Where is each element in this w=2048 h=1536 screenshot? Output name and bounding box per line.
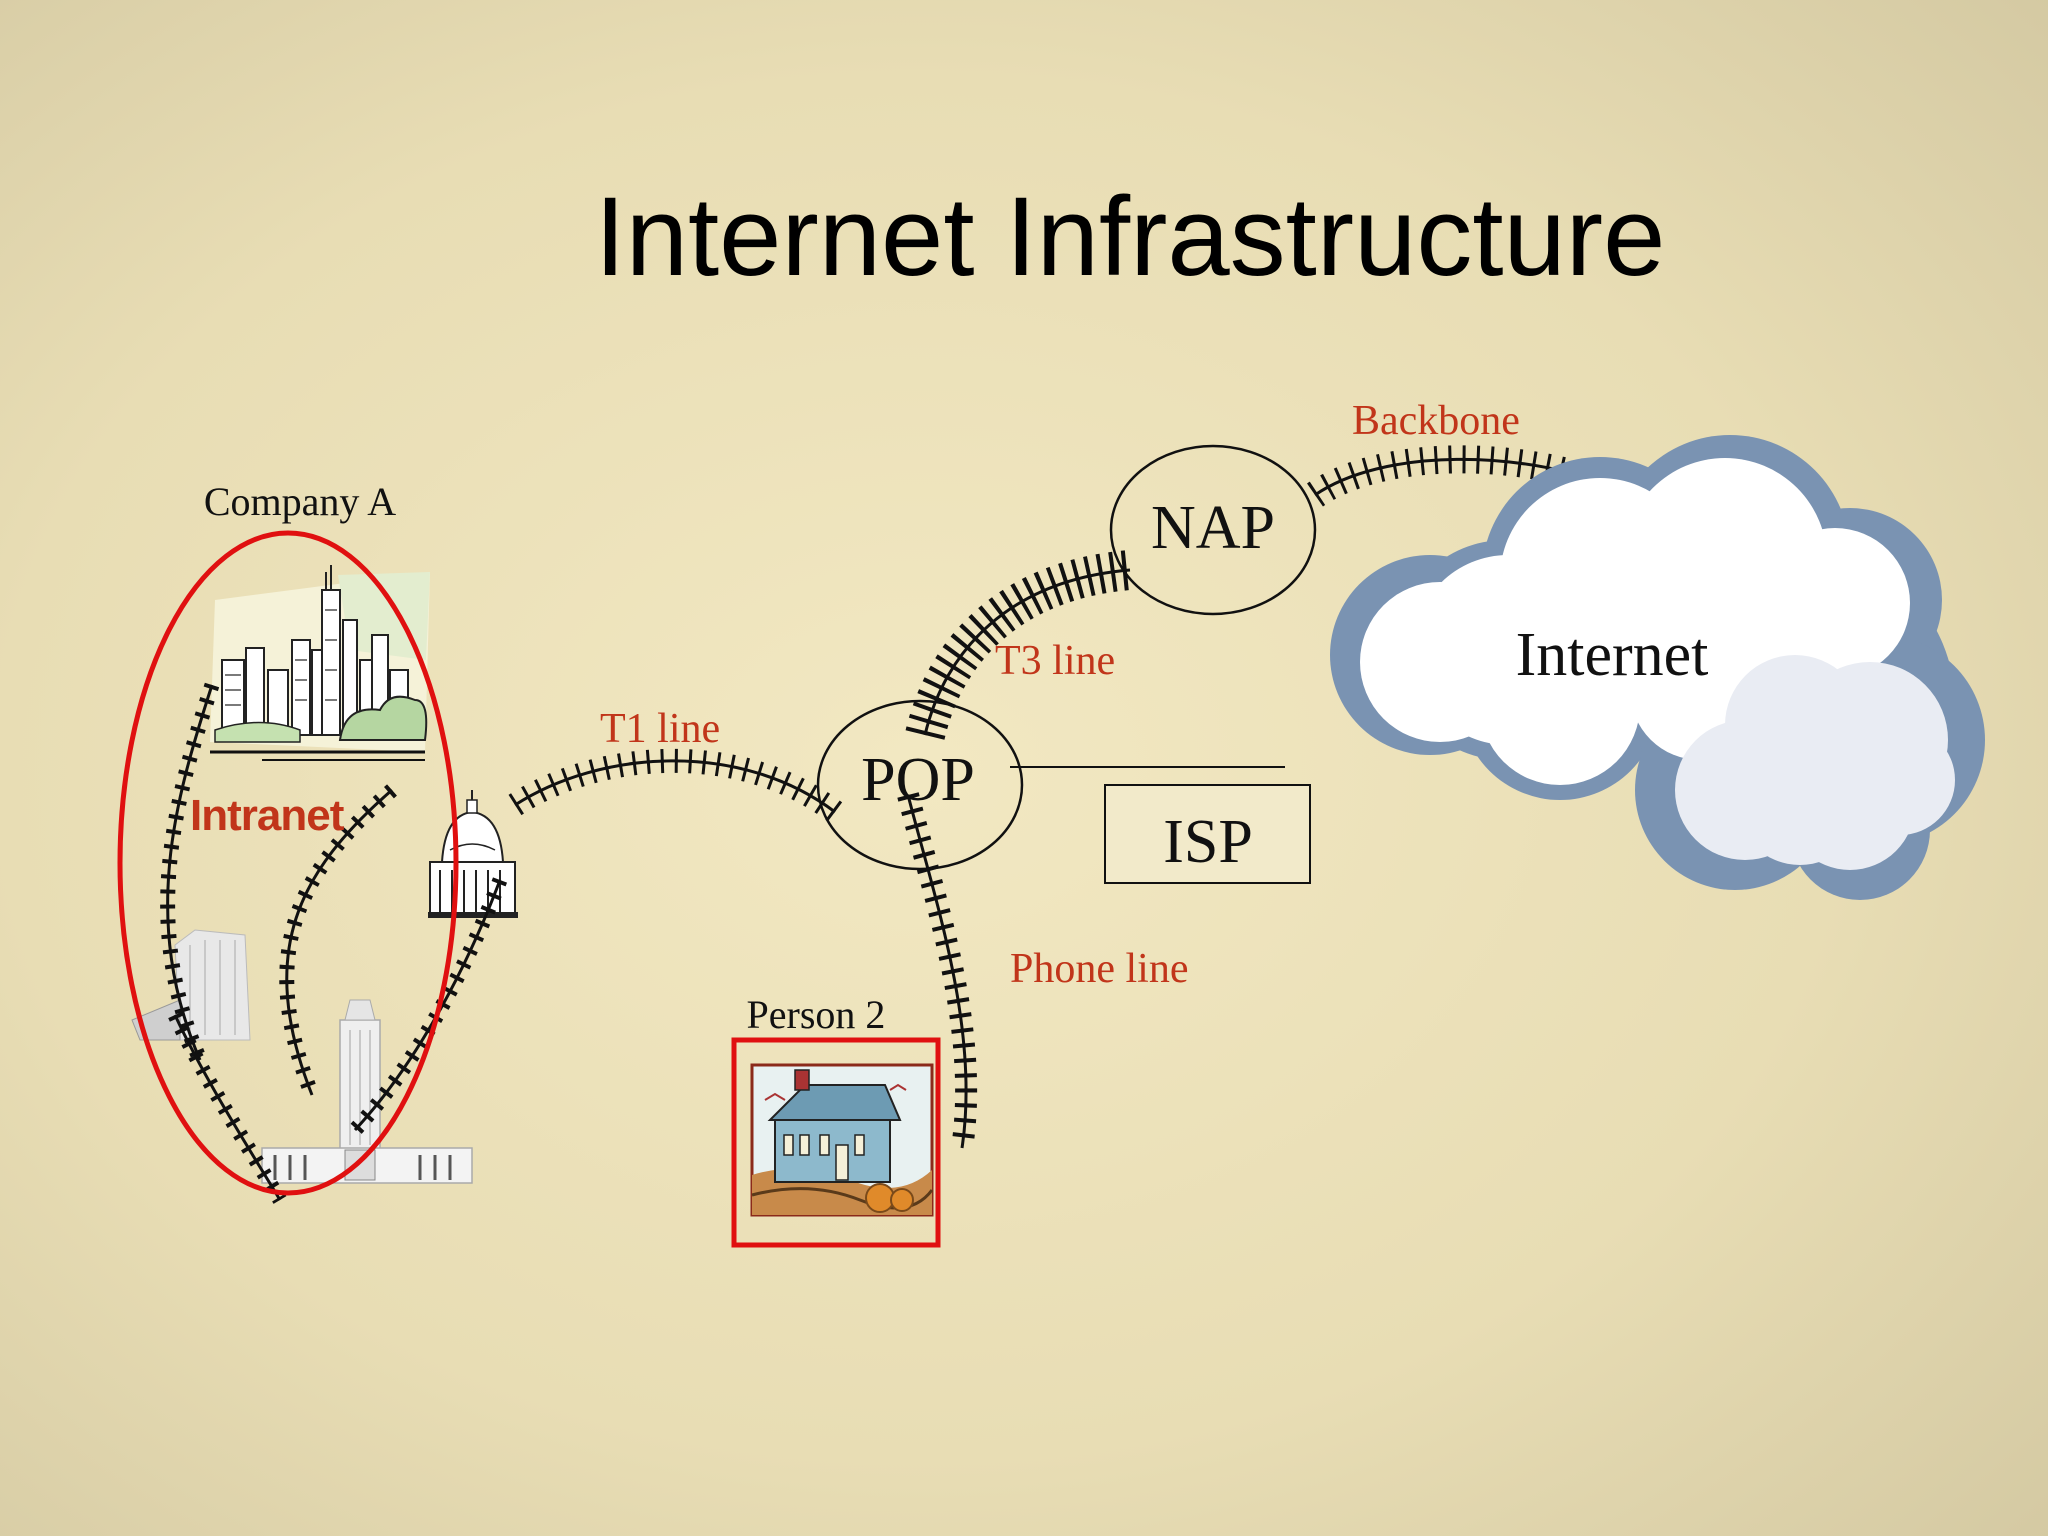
- company-a-label: Company A: [204, 479, 396, 524]
- person-2-highlight-box: [731, 1037, 941, 1248]
- backbone-label: Backbone: [1352, 398, 1520, 444]
- house-picture-icon: [750, 1063, 934, 1217]
- company-a-highlight-oval: [117, 530, 459, 1196]
- phone-line-label: Phone line: [1010, 946, 1188, 992]
- t1-line-track: [508, 748, 843, 822]
- slide-title: Internet Infrastructure: [595, 174, 1666, 299]
- company-a-group: Company A Intranet: [117, 479, 518, 1204]
- city-skyline-icon: [210, 565, 430, 761]
- internet-label: Internet: [1516, 621, 1709, 689]
- pop-label: POP: [861, 746, 975, 814]
- nap-node: NAP: [1109, 444, 1317, 616]
- person-2-group: Person 2: [731, 992, 941, 1248]
- t3-line-label: T3 line: [995, 638, 1115, 684]
- t1-line-label: T1 line: [600, 706, 720, 752]
- cloud-icon: Internet: [1330, 435, 1985, 900]
- pop-node: POP: [816, 699, 1024, 871]
- isp-box: ISP: [1104, 784, 1311, 884]
- person-2-label: Person 2: [747, 992, 886, 1037]
- phone-line-track: [897, 792, 978, 1150]
- intranet-label: Intranet: [190, 791, 345, 840]
- nap-label: NAP: [1151, 494, 1275, 562]
- intranet-track-lines: [160, 682, 508, 1204]
- isp-label: ISP: [1163, 808, 1253, 876]
